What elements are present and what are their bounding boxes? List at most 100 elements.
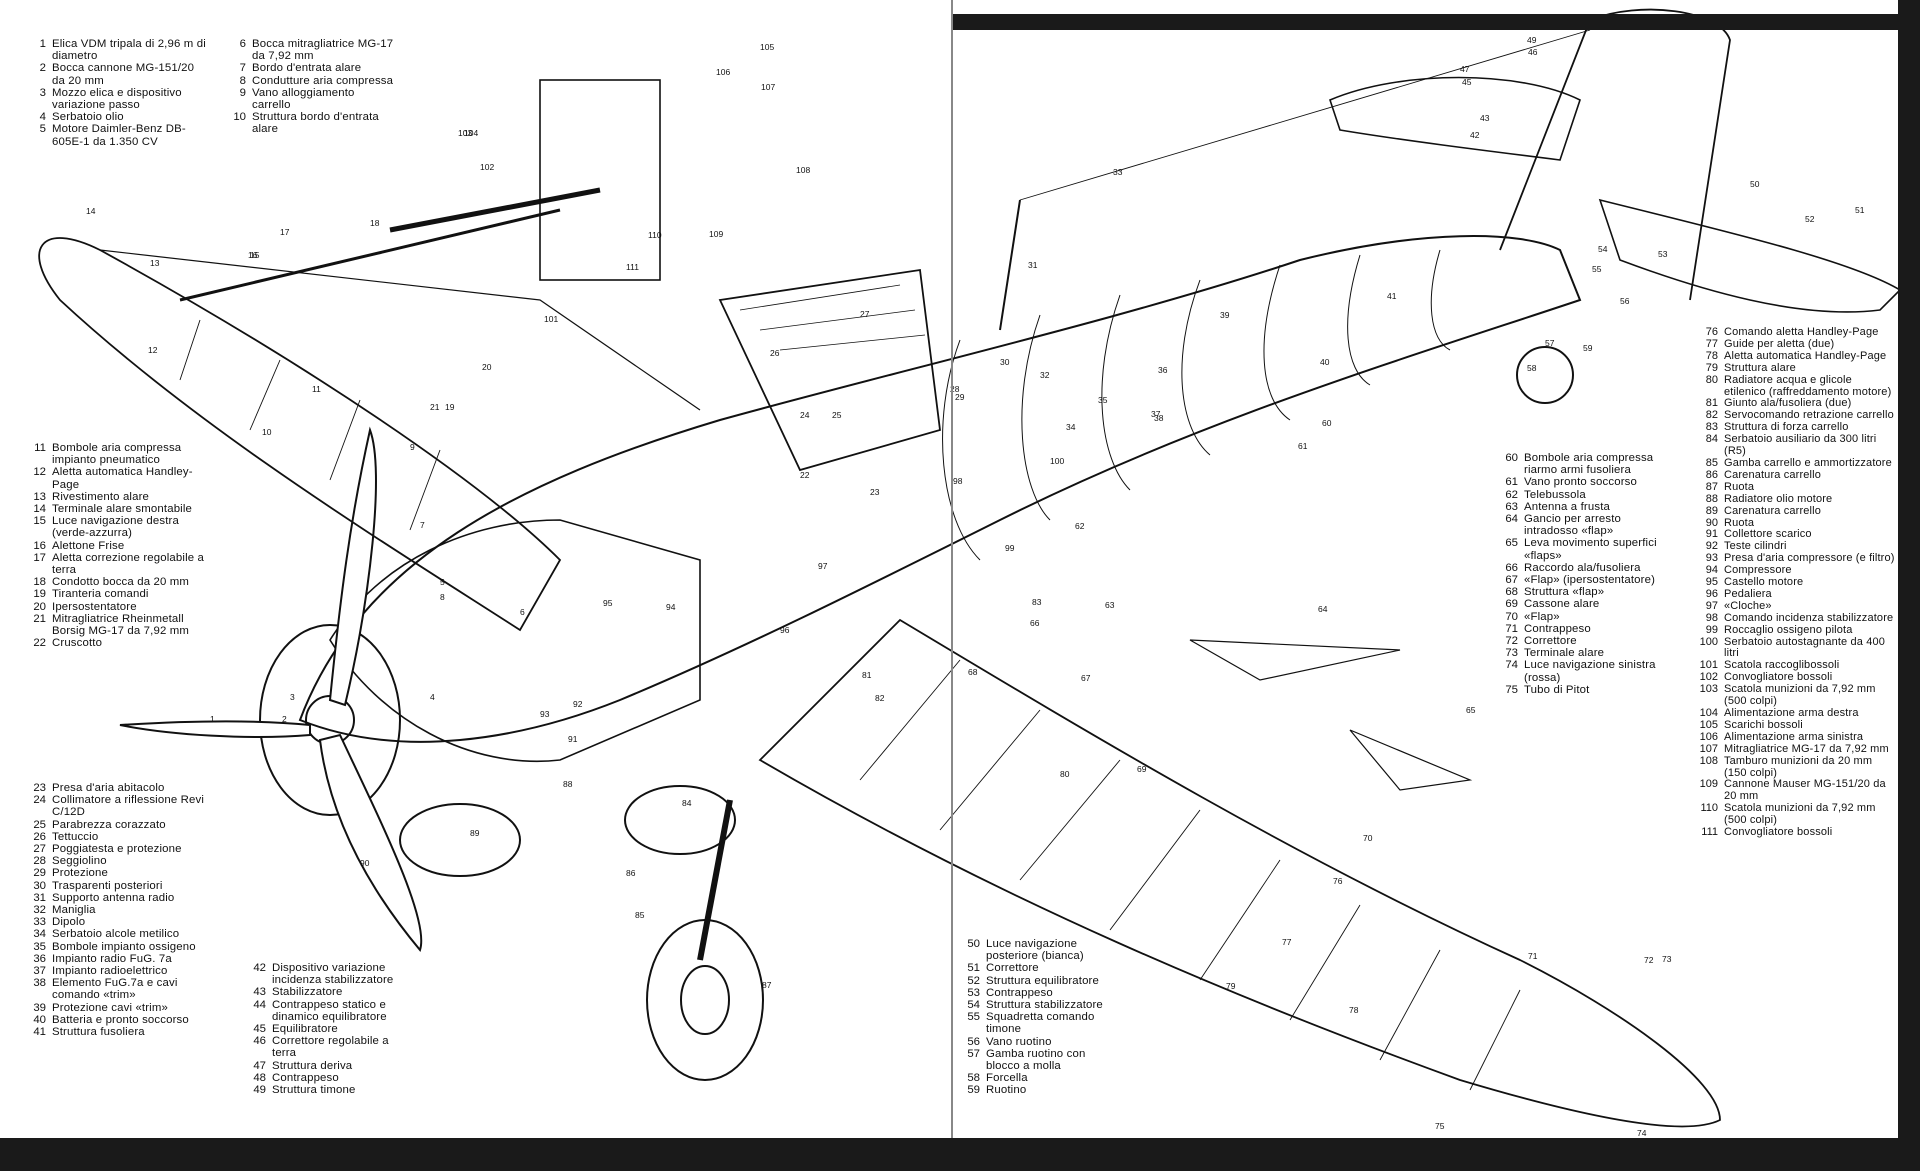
legend-text: Tubo di Pitot xyxy=(1524,683,1590,696)
legend-number: 57 xyxy=(967,1047,980,1060)
callout-number: 5 xyxy=(440,577,445,587)
callout-number: 1 xyxy=(210,714,215,724)
legend-text: Scatola munizioni da 7,92 mm (500 colpi) xyxy=(1724,683,1876,708)
callout-number: 48 xyxy=(1522,22,1532,32)
legend-number: 103 xyxy=(1699,683,1718,696)
legend-number: 30 xyxy=(33,879,46,892)
legend-text: Presa d'aria compressore (e filtro) xyxy=(1724,552,1895,565)
callout-number: 76 xyxy=(1333,876,1343,886)
legend-number: 106 xyxy=(1699,730,1718,743)
legend-number: 12 xyxy=(33,466,46,479)
callout-number: 15 xyxy=(250,250,260,260)
callout-number: 54 xyxy=(1598,244,1608,254)
legend-text: Bombole impianto ossigeno xyxy=(52,940,196,953)
legend-text: Compressore xyxy=(1724,564,1792,577)
callout-number: 2 xyxy=(282,714,287,724)
legend-text: Servocomando retrazione carrello xyxy=(1724,409,1894,422)
callout-number: 41 xyxy=(1387,291,1397,301)
callout-number: 20 xyxy=(482,362,492,372)
legend-number: 110 xyxy=(1700,802,1718,815)
legend-number: 53 xyxy=(967,986,980,999)
callout-number: 10 xyxy=(262,427,272,437)
legend-text: Correttore xyxy=(986,962,1039,975)
legend-text: Tettuccio xyxy=(52,830,99,843)
callout-number: 39 xyxy=(1220,310,1230,320)
legend-number: 41 xyxy=(33,1026,46,1039)
legend-text: Serbatoio autostagnante da 400 litri xyxy=(1724,635,1886,660)
callout-number: 27 xyxy=(860,309,870,319)
legend-number: 107 xyxy=(1699,742,1718,755)
legend-number: 91 xyxy=(1705,528,1718,541)
callout-number: 7 xyxy=(420,520,425,530)
callout-number: 89 xyxy=(470,828,480,838)
callout-number: 52 xyxy=(1805,214,1815,224)
legend-text: Dipolo xyxy=(52,916,86,929)
legend-number: 67 xyxy=(1505,574,1518,587)
legend-number: 81 xyxy=(1705,397,1718,410)
legend-number: 17 xyxy=(33,551,46,564)
callout-number: 85 xyxy=(635,910,645,920)
legend-text: Bombole aria compressa riarmo armi fusol… xyxy=(1524,452,1654,477)
callout-number: 95 xyxy=(603,598,613,608)
legend-number: 85 xyxy=(1705,456,1718,469)
legend-number: 97 xyxy=(1705,599,1718,612)
legend-text: Alimentazione arma sinistra xyxy=(1724,730,1864,743)
legend-text: Terminale alare smontabile xyxy=(52,503,193,516)
legend-text: Struttura alare xyxy=(1724,361,1796,374)
legend-number: 55 xyxy=(967,1011,980,1024)
callout-number: 84 xyxy=(682,798,692,808)
callout-number: 88 xyxy=(563,779,573,789)
legend-number: 5 xyxy=(39,123,46,136)
legend-text: Antenna a frusta xyxy=(1524,500,1610,513)
callout-number: 63 xyxy=(1105,600,1115,610)
legend-text: Presa d'aria abitacolo xyxy=(52,782,165,794)
legend-number: 71 xyxy=(1505,622,1518,635)
legend-text: Mitragliatrice MG-17 da 7,92 mm xyxy=(1724,742,1889,755)
legend-text: Cannone Mauser MG-151/20 da 20 mm xyxy=(1724,778,1886,803)
legend-text: Supporto antenna radio xyxy=(52,891,175,904)
callout-number: 13 xyxy=(150,258,160,268)
legend-number: 78 xyxy=(1705,349,1718,362)
legend-text: Serbatoio olio xyxy=(52,111,124,124)
legend-number: 9 xyxy=(239,86,246,99)
callout-number: 99 xyxy=(1005,543,1015,553)
legend-number: 98 xyxy=(1705,611,1718,624)
callout-number: 67 xyxy=(1081,673,1091,683)
callout-number: 23 xyxy=(870,487,880,497)
legend-number: 14 xyxy=(33,503,46,516)
legend-number: 92 xyxy=(1705,540,1718,553)
legend-number: 44 xyxy=(253,998,266,1011)
legend-number: 70 xyxy=(1505,610,1518,623)
legend-text: Contrappeso xyxy=(986,986,1053,999)
legend-text: Serbatoio ausiliario da 300 litri (R5) xyxy=(1724,433,1877,458)
legend-item: 97«Cloche» xyxy=(1690,599,1896,613)
legend-text: Pedaliera xyxy=(1724,587,1772,600)
legend-number: 13 xyxy=(33,490,46,503)
legend-number: 87 xyxy=(1705,480,1718,493)
callout-number: 57 xyxy=(1545,338,1555,348)
legend-number: 32 xyxy=(33,904,46,917)
callout-number: 24 xyxy=(800,410,810,420)
legend-text: Struttura equilibratore xyxy=(986,974,1099,987)
callout-number: 77 xyxy=(1282,937,1292,947)
legend-number: 61 xyxy=(1505,476,1518,489)
callout-number: 109 xyxy=(709,229,723,239)
